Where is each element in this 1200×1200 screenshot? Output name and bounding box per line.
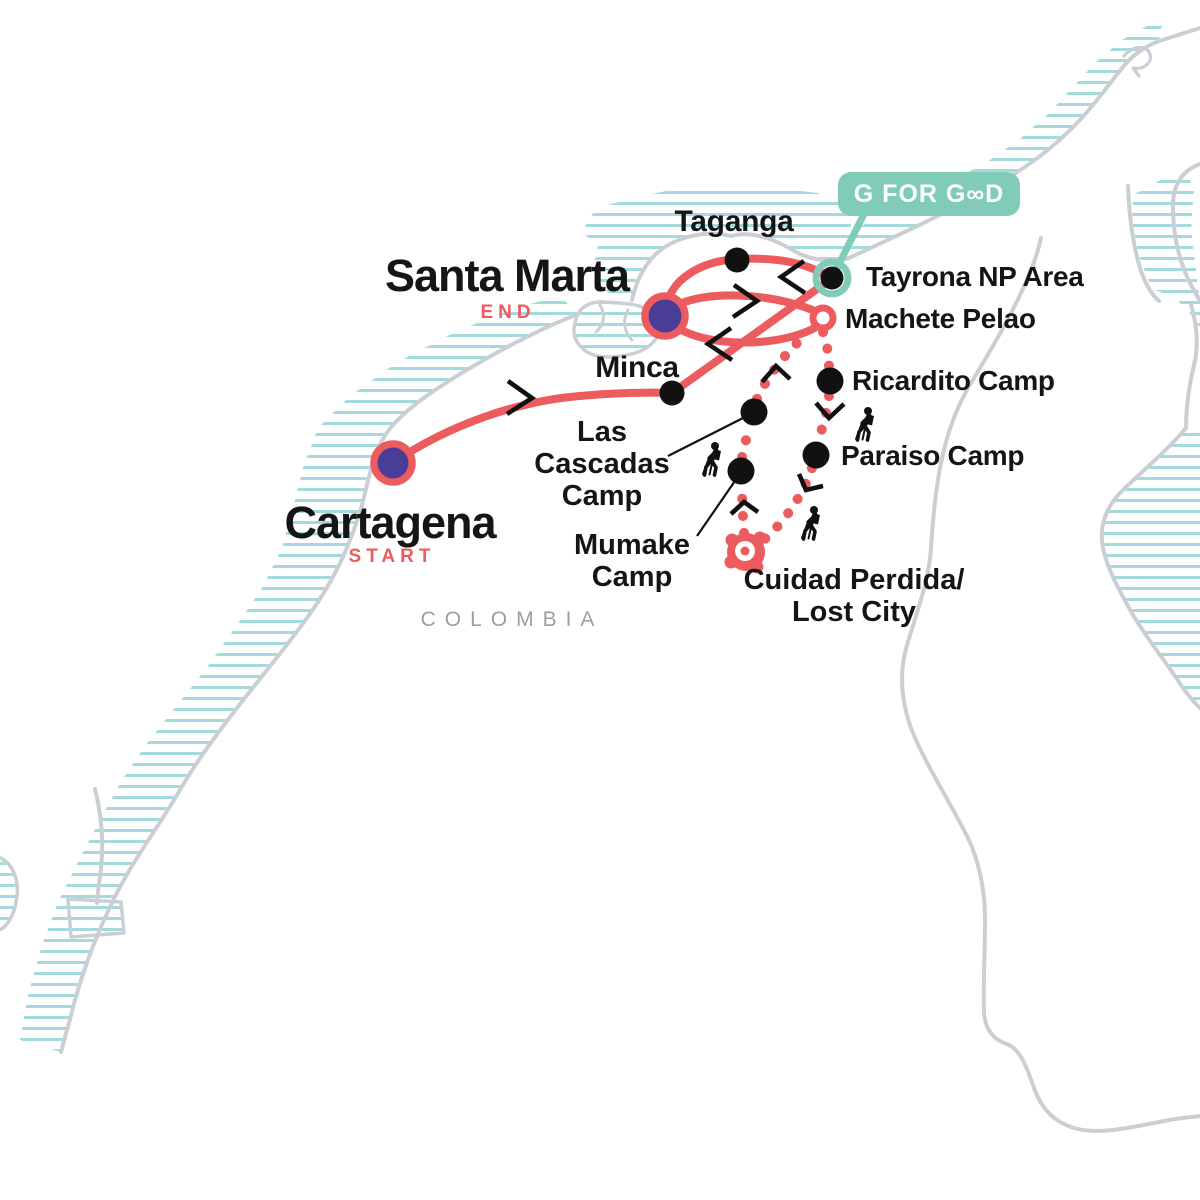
marker-machete-pelao [809,304,837,332]
trek-paraiso-lostcity [755,463,817,548]
label-cartagena: Cartagena [284,496,496,548]
label-tayrona-np: Tayrona NP Area [866,261,1084,293]
label-mumake-camp: Mumake Camp [574,529,690,593]
sea-hatch-northeast [849,24,1162,258]
route-machete-santamarta-back [669,320,825,347]
coastline-west [59,312,580,1054]
trek-mumake-cascadas [737,422,755,462]
east-bay-shore [1099,426,1200,711]
marker-paraiso-camp [802,441,830,469]
marker-las-cascadas-camp [740,398,768,426]
arrow-east-icon [731,283,762,319]
g-for-good-badge: G FOR G∞D [838,172,1020,216]
marker-taganga [724,247,750,273]
leader-mumake [696,477,738,537]
marker-minca [659,380,685,406]
label-ricardito-camp: Ricardito Camp [852,365,1055,397]
hiker-icon [856,407,874,440]
label-line: Mumake [573,529,691,561]
inlet-west-shore [1126,184,1161,303]
coastline-taganga-headland [630,231,851,302]
sea-hatch-west [20,296,578,1052]
sea-hatch-east-bay [1101,428,1200,709]
marker-cuidad-perdida [724,531,767,574]
coastline-hook [1122,45,1153,78]
arrow-west-icon [776,259,807,295]
label-line: Cascadas [534,448,670,480]
label-paraiso-camp: Paraiso Camp [841,440,1025,472]
route-cartagena-minca [389,388,675,467]
label-cuidad-perdida: Cuidad Perdida/ Lost City [744,564,965,628]
label-machete-pelao: Machete Pelao [845,303,1036,335]
label-line: Camp [591,561,673,593]
left-lagoon [0,856,20,932]
arrow-down-icon [814,401,846,422]
trek-cascadas-machete [752,329,814,404]
label-cartagena-start-tag: START [348,545,436,567]
label-line: Cuidad Perdida/ [743,564,965,596]
marker-tayrona-np [812,258,852,298]
trek-ricardito-paraiso [813,391,834,446]
arrow-west-icon [703,326,734,362]
arrow-east-icon [505,379,537,416]
hiker-icon [802,506,820,539]
label-santa-marta-end-tag: END [480,301,536,323]
leader-las-cascadas [667,415,748,457]
arrow-down-icon [796,473,824,493]
inlet-east-shore [1171,162,1200,305]
bay-notch-1 [594,303,605,334]
marker-cartagena [370,440,416,486]
trek-lostcity-mumake [737,481,749,538]
hiker-icon [703,442,721,475]
trek-machete-ricardito [818,327,834,372]
label-las-cascadas-camp: Las Cascadas Camp [534,416,669,512]
label-santa-marta: Santa Marta [384,249,630,301]
route-minca-tayrona [668,275,835,397]
coastline-northeast [847,26,1200,260]
label-country-colombia: COLOMBIA [420,607,604,631]
label-line: Lost City [791,596,917,628]
arrow-up-icon [760,362,792,384]
label-line: Las [577,416,627,448]
country-border-line [900,236,1200,1133]
marker-mumake-camp [727,457,755,485]
marker-santa-marta [641,292,689,340]
shore-connector [1184,303,1199,430]
arrow-up-icon [729,499,760,516]
sea-hatch-inlet [1132,173,1200,330]
sea-hatch-north [582,184,852,300]
label-minca: Minca [595,350,679,384]
label-taganga: Taganga [674,204,794,238]
label-line: Camp [561,480,643,512]
river-channel [93,787,105,905]
cienaga-bay [572,300,662,359]
bay-notch-2 [623,308,634,342]
marker-ricardito-camp [816,367,844,395]
